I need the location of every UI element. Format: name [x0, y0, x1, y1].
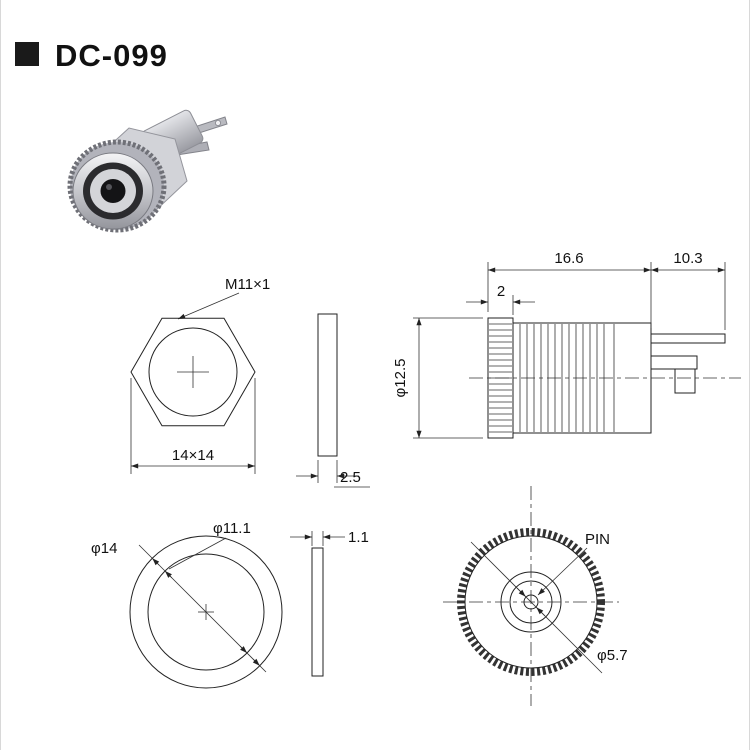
washer-arrow-outer-ul: [152, 558, 160, 566]
washer-outer-dia-label: φ14: [91, 540, 117, 557]
hex-outline: [130, 317, 256, 427]
pin-dia-arrow-lr: [536, 607, 546, 617]
pin-dia-arrow-ul: [516, 587, 526, 597]
washer-top-thickness-label: 2.5: [340, 469, 361, 486]
pin-diameter-label: φ5.7: [597, 647, 628, 664]
page-title: DC-099: [55, 38, 168, 73]
photo-jack-hole: [100, 179, 126, 203]
page-header: DC-099: [15, 38, 168, 73]
hex-thread-circle: [148, 327, 238, 417]
pin-length-label: 10.3: [673, 250, 702, 267]
washer-outer-circle: [129, 535, 283, 689]
thread-spec-label: M11×1: [225, 276, 270, 293]
hex-nut-view: M11×1 14×14: [130, 276, 270, 474]
rear-side-terminal: [650, 355, 698, 370]
product-photo: [67, 109, 228, 233]
photo-pin-hole: [214, 120, 221, 127]
rear-side-tab: [674, 368, 696, 394]
pin-leader-line: [537, 547, 588, 596]
thread-leader-line: [177, 292, 240, 320]
hex-size-label: 14×14: [172, 447, 214, 464]
pin-label: PIN: [585, 531, 610, 548]
knurled-nut-front-view: PIN φ5.7: [443, 486, 628, 706]
washer-front-view: φ14 φ11.1: [91, 520, 283, 689]
washer-arrow-outer-lr: [252, 658, 260, 666]
rear-top-pin: [650, 333, 726, 344]
washer-inner-leader: [168, 537, 227, 570]
washer-top-rect: [317, 313, 338, 457]
washer-inner-dia-label: φ11.1: [213, 520, 251, 537]
washer-side-rect: [311, 547, 324, 677]
washer-inner-circle: [147, 553, 265, 671]
knurl-width-label: 2: [497, 283, 505, 300]
lock-washer-side-view: 2.5: [296, 313, 370, 488]
length-label: 16.6: [554, 250, 583, 267]
washer-arrow-inner-ul: [164, 570, 173, 579]
barrel-side-view: 16.6 10.3 2 φ12.5: [392, 250, 741, 439]
photo-center-pin: [106, 184, 112, 190]
washer-side-thickness-label: 1.1: [348, 529, 369, 546]
title-bullet-square: [15, 42, 39, 66]
body-diameter-label: φ12.5: [392, 359, 409, 398]
washer-side-view: 1.1: [290, 529, 369, 677]
washer-arrow-inner-lr: [239, 645, 248, 654]
